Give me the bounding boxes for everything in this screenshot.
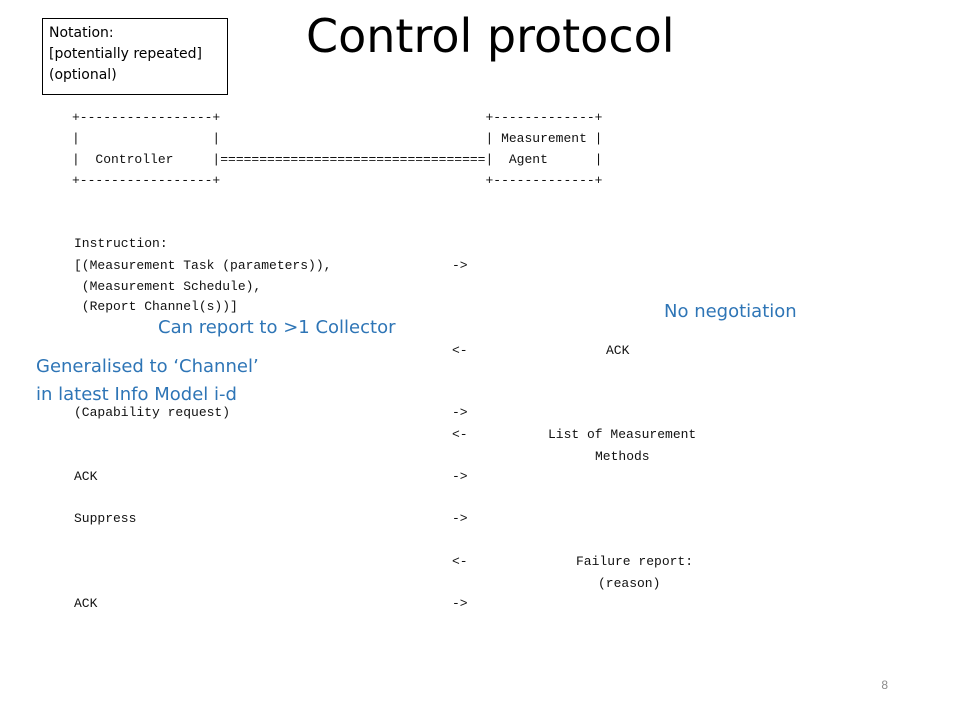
ack-message-2: ACK — [74, 596, 98, 611]
instruction-task: [(Measurement Task (parameters)), — [74, 258, 332, 273]
collector-annotation: Can report to >1 Collector — [158, 317, 396, 338]
ack-arrow: <- — [452, 343, 468, 358]
methods-list-line1: List of Measurement — [548, 427, 697, 442]
page-number: 8 — [881, 678, 888, 692]
failure-arrow: <- — [452, 554, 468, 569]
generalised-annotation-line2: in latest Info Model i-d — [36, 384, 237, 405]
ack-message-1: ACK — [74, 469, 98, 484]
notation-optional: (optional) — [49, 67, 117, 83]
suppress-message: Suppress — [74, 511, 137, 526]
page-title: Control protocol — [306, 9, 675, 63]
notation-heading: Notation: — [49, 25, 114, 41]
ack-reply: ACK — [606, 343, 630, 358]
capability-arrow: -> — [452, 405, 468, 420]
notation-box: Notation: [potentially repeated] (option… — [42, 18, 228, 95]
instruction-channels: (Report Channel(s))] — [74, 299, 238, 314]
capability-request: (Capability request) — [74, 405, 231, 420]
instruction-arrow: -> — [452, 258, 468, 273]
instruction-schedule: (Measurement Schedule), — [74, 279, 262, 294]
notation-repeated: [potentially repeated] — [49, 46, 202, 62]
suppress-arrow: -> — [452, 511, 468, 526]
controller-agent-diagram: +-----------------+ +-------------+ | | … — [72, 110, 603, 188]
failure-report-line1: Failure report: — [576, 554, 694, 569]
ack-arrow-1: -> — [452, 469, 468, 484]
generalised-annotation-line1: Generalised to ‘Channel’ — [36, 356, 259, 377]
methods-arrow: <- — [452, 427, 468, 442]
ack-arrow-2: -> — [452, 596, 468, 611]
instruction-label: Instruction: — [74, 236, 168, 251]
failure-report-line2: (reason) — [598, 576, 661, 591]
no-negotiation-annotation: No negotiation — [664, 301, 797, 322]
methods-list-line2: Methods — [595, 449, 650, 464]
